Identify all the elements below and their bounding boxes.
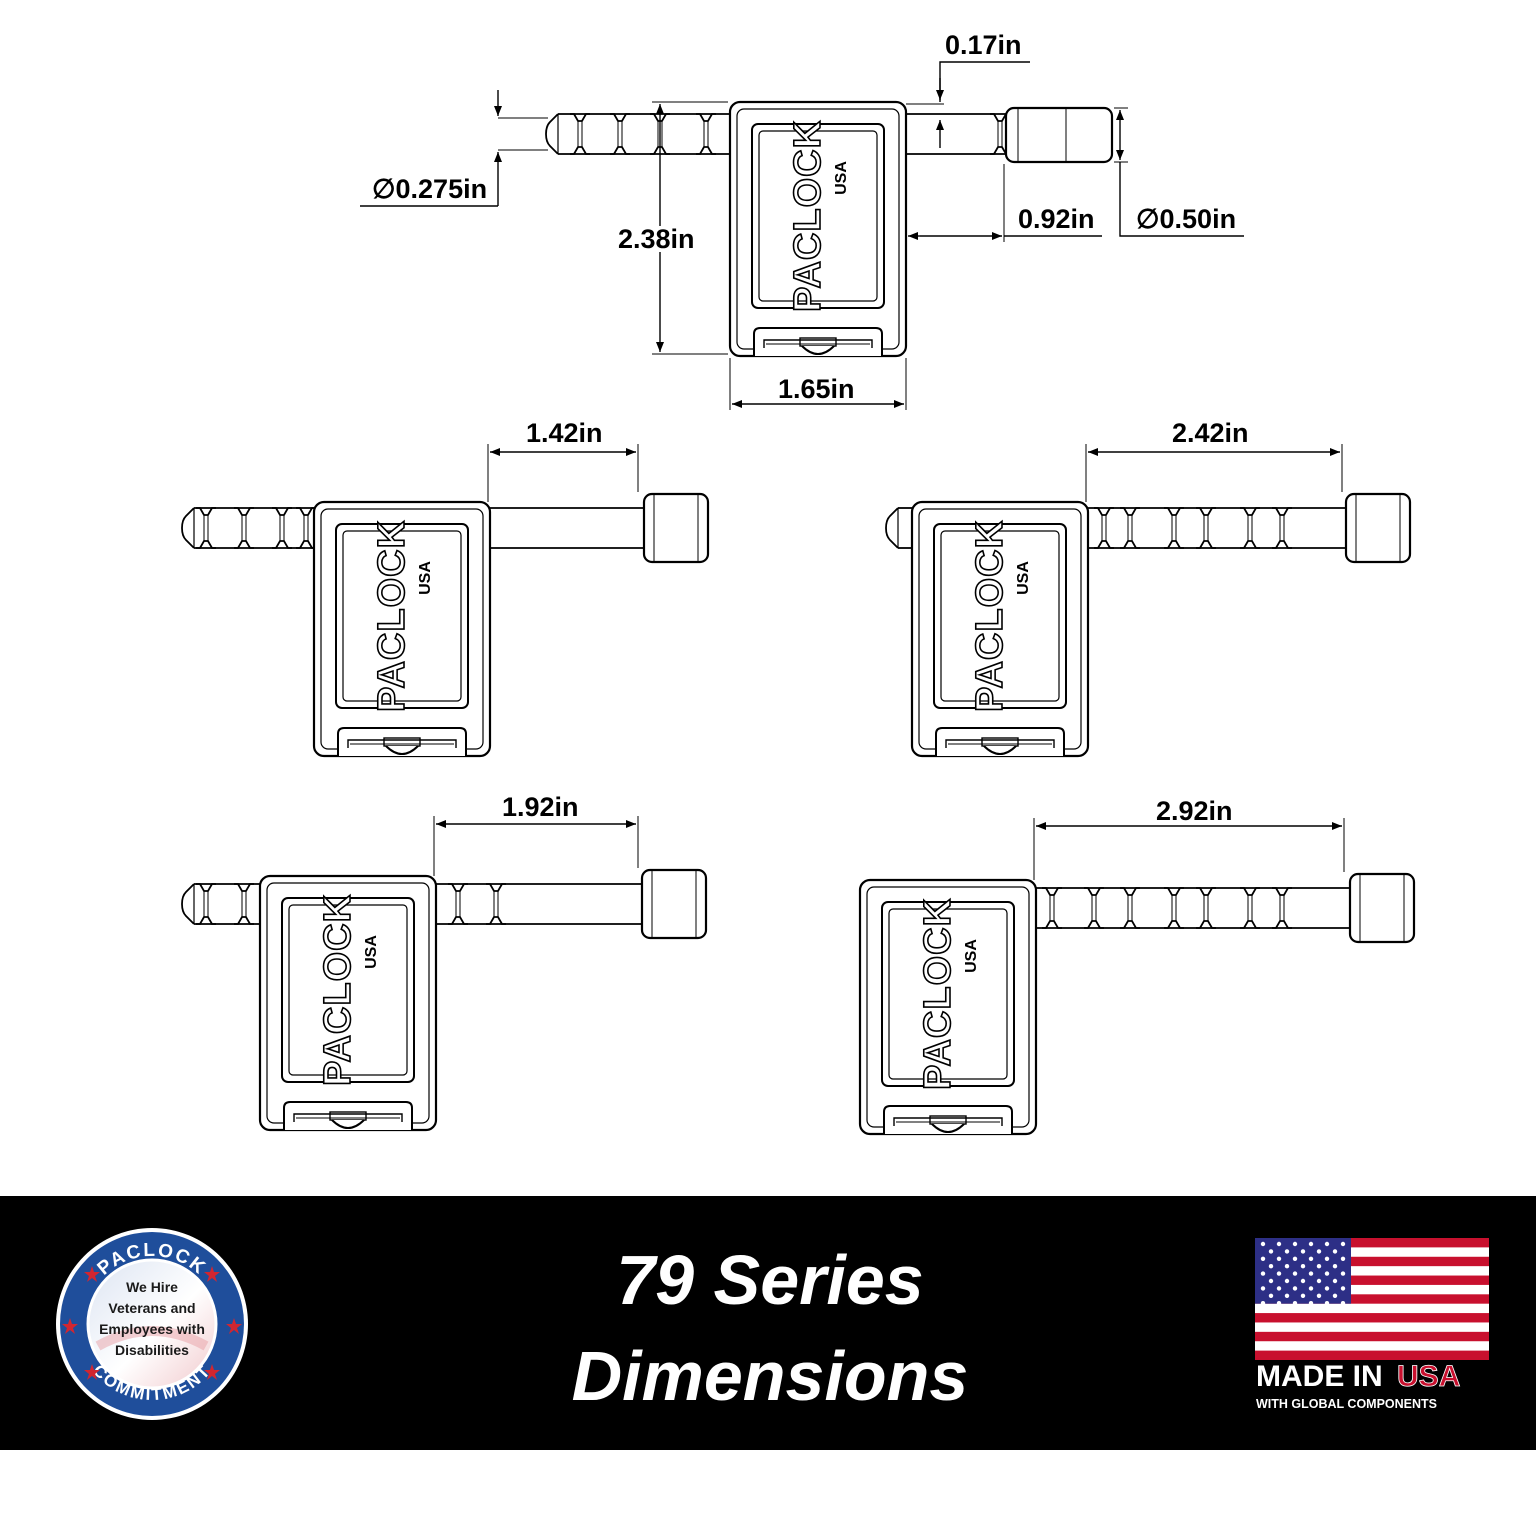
brand-sub-text: USA [417,561,434,595]
dim-width: 1.65in [729,358,907,410]
dim-length-label: 2.42in [1172,418,1249,448]
dim-pin-diameter: ∅0.275in [360,90,548,207]
seal-line-3: Employees with [99,1321,205,1337]
left-shackle [545,113,730,155]
brand-text: PACLOCK [917,898,959,1090]
brand-text: PACLOCK [787,120,829,312]
brand-text: PACLOCK [969,520,1011,712]
seal-line-2: Veterans and [108,1300,195,1316]
lock-variant-1: 1.42in [181,418,710,758]
made-in-usa-badge: MADE IN USA WITH GLOBAL COMPONENTS [1255,1238,1489,1411]
dim-length-1: 1.42in [487,418,639,502]
dim-length-label: 2.92in [1156,796,1233,826]
brand-text: PACLOCK [317,894,359,1086]
lock-top-view: 0.17in ∅0.275in 2.38in 0.92in [360,30,1244,410]
shackle [181,507,644,549]
dim-length-3: 1.92in [433,792,639,876]
commitment-seal: PACLOCK COMMITMENT We Hire Veterans and … [56,1228,248,1420]
dim-width-label: 1.65in [778,374,855,404]
title-line-1: 79 Series [616,1241,924,1319]
dim-pin-diameter-label: ∅0.275in [372,174,487,204]
brand-sub-text: USA [1015,561,1032,595]
lock-variant-4: 2.92in [858,796,1416,1136]
dim-head-offset: 0.92in [908,164,1102,242]
brand-sub-text: USA [363,935,380,969]
lock-variant-3: 1.92in [181,792,708,1132]
svg-text:MADE IN USA: MADE IN USA [1256,1360,1460,1393]
dim-length-2: 2.42in [1085,418,1343,502]
lock-variants: 1.42in 2.42in 1.92in 2.92in [181,418,1416,1136]
dim-head-diameter-label: ∅0.50in [1136,204,1236,234]
brand-sub-text: USA [963,939,980,973]
dim-head-offset-label: 0.92in [1018,204,1095,234]
lock-variant-2: 2.42in [885,418,1412,758]
page-title: 79 Series Dimensions [440,1232,1100,1424]
right-shackle [906,106,1114,164]
usa-text: USA [1397,1360,1460,1393]
us-flag-icon [1255,1238,1489,1360]
dim-length-label: 1.42in [526,418,603,448]
shackle [181,883,642,925]
dim-height: 2.38in [618,101,728,355]
title-line-2: Dimensions [571,1337,969,1415]
dim-length-4: 2.92in [1033,796,1345,880]
seal-line-1: We Hire [126,1279,178,1295]
made-in-text: MADE IN [1256,1360,1383,1393]
dim-height-label: 2.38in [618,224,695,254]
dim-inset: 0.17in [906,30,1030,148]
global-components-text: WITH GLOBAL COMPONENTS [1256,1397,1437,1411]
brand-text: PACLOCK [371,520,413,712]
shackle [885,507,1346,549]
dim-inset-label: 0.17in [945,30,1022,60]
dim-length-label: 1.92in [502,792,579,822]
dim-head-diameter: ∅0.50in [1114,107,1244,237]
star-icon [62,1266,242,1380]
seal-line-4: Disabilities [115,1342,189,1358]
brand-sub-text: USA [833,161,850,195]
